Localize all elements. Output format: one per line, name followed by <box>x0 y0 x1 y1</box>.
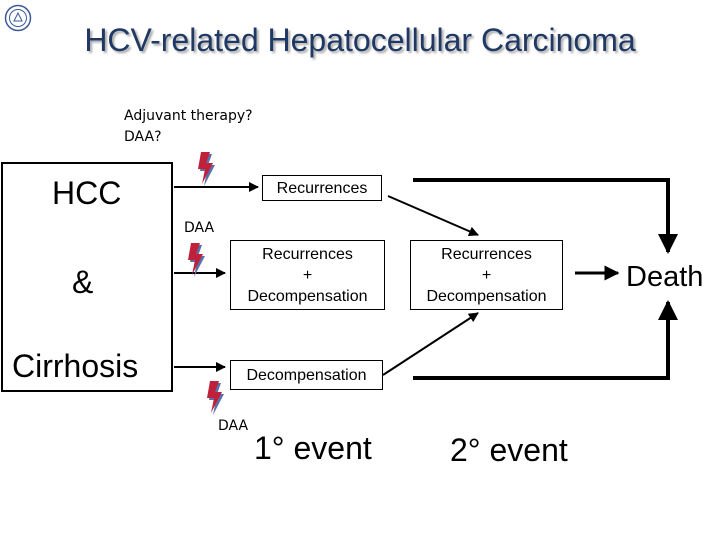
hcc-cirrhosis-box <box>1 162 173 392</box>
recurrences-decompensation-box-1: Recurrences + Decompensation <box>230 240 385 310</box>
box1-line-3: Decompensation <box>247 287 368 305</box>
question-adjuvant: Adjuvant therapy? <box>124 108 253 124</box>
university-logo-icon <box>4 4 32 32</box>
box1-line-1: Recurrences <box>262 245 353 263</box>
lightning-bolt-icon <box>198 152 215 186</box>
cirrhosis-label: Cirrhosis <box>12 348 139 384</box>
decompensation-box: Decompensation <box>230 360 383 390</box>
recurrences-box: Recurrences <box>262 175 382 201</box>
box2-line-1: Recurrences <box>441 245 532 263</box>
page-title: HCV-related Hepatocellular Carcinoma <box>84 22 636 58</box>
lightning-bolt-icon <box>188 243 205 277</box>
second-event-label: 2° event <box>450 432 568 468</box>
recurrences-label: Recurrences <box>276 179 368 197</box>
decompensation-label: Decompensation <box>246 366 367 384</box>
hcc-label: HCC <box>52 175 122 211</box>
box1-line-2: + <box>302 266 313 284</box>
daa-label-middle: DAA <box>184 220 215 236</box>
question-daa: DAA? <box>124 129 162 145</box>
recurrences-decompensation-box-2: Recurrences + Decompensation <box>410 240 563 310</box>
death-label: Death <box>626 261 704 293</box>
first-event-label: 1° event <box>254 430 372 466</box>
lightning-bolt-icon <box>207 381 224 415</box>
box2-line-3: Decompensation <box>426 287 547 305</box>
daa-label-bottom: DAA <box>218 418 249 434</box>
ampersand-label: & <box>72 264 94 300</box>
box2-line-2: + <box>481 266 492 284</box>
